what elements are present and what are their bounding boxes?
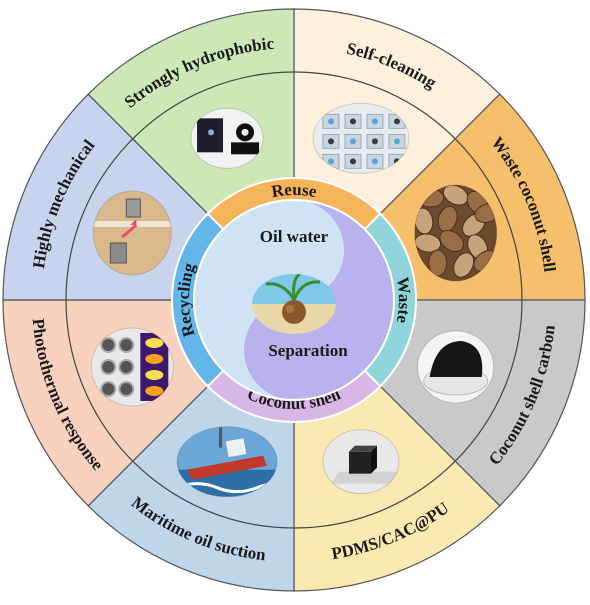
coconut-shells-photo [414, 184, 498, 282]
coconut-icon [252, 274, 336, 334]
center-top-label: Oil water [260, 227, 329, 246]
inner-ring-recycling: Recycling [171, 212, 225, 388]
thermal-images-photo [90, 327, 174, 407]
water-droplet-sponge-photo [190, 107, 264, 169]
black-sponge-cube-photo [322, 429, 400, 495]
droplet-tests-photo [312, 102, 410, 174]
oil-tanker-photo [176, 426, 278, 498]
carbon-powder-photo [417, 330, 495, 404]
inner-ring-label-reuse: Reuse [270, 180, 318, 201]
compression-test-photo [92, 190, 172, 276]
center-bottom-label: Separation [268, 341, 348, 360]
inner-ring-label-waste: Waste [393, 276, 414, 325]
